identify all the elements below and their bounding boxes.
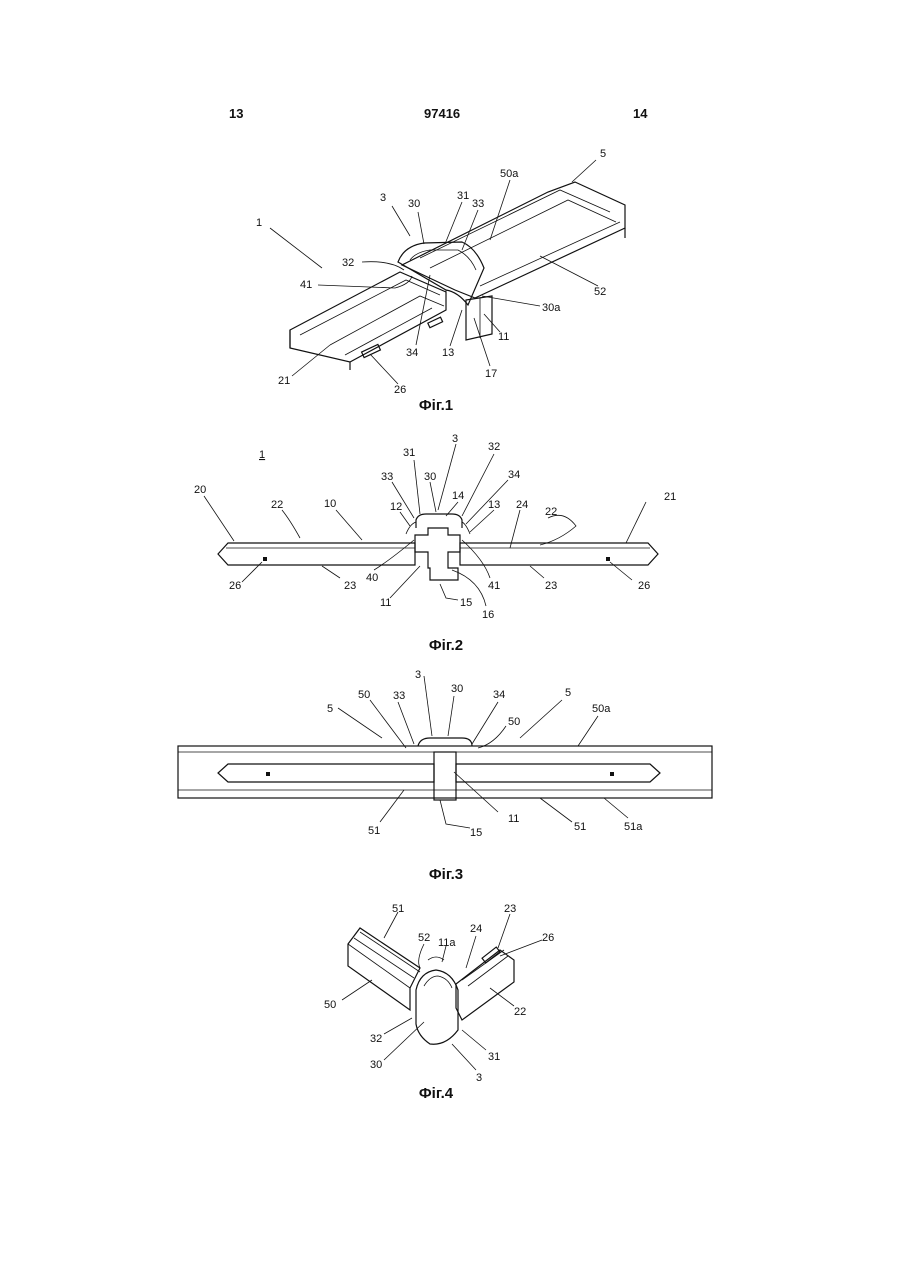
fig1-label: 52 [594,286,606,298]
fig4-label: 23 [504,903,516,915]
fig1-label: 17 [485,368,497,380]
fig3-label: 30 [451,683,463,695]
fig1-label: 3 [380,192,386,204]
figure-2-labels: 3 1 31 32 33 30 34 20 14 21 22 10 12 13 … [194,433,676,621]
figure-4-caption: Фіг.4 [376,1085,496,1102]
fig4-label: 3 [476,1072,482,1084]
fig3-label: 51a [624,821,643,833]
fig2-label: 22 [545,506,557,518]
fig2-label: 33 [381,471,393,483]
fig3-label: 11 [508,813,519,825]
fig4-label: 30 [370,1059,382,1071]
figure-3-drawing [178,676,712,828]
fig2-label: 21 [664,491,676,503]
fig2-label: 16 [482,609,494,621]
figure-2-caption: Фіг.2 [386,637,506,654]
fig2-label: 34 [508,469,520,481]
fig1-label: 34 [406,347,418,359]
fig1-label: 26 [394,384,406,396]
fig2-label: 26 [638,580,650,592]
fig2-label: 3 [452,433,458,445]
fig1-label: 5 [600,148,606,160]
fig1-label: 33 [472,198,484,210]
fig1-label: 21 [278,375,290,387]
fig4-label: 50 [324,999,336,1011]
fig4-label: 52 [418,932,430,944]
fig2-label: 11 [380,597,391,609]
fig2-label: 30 [424,471,436,483]
fig2-label: 15 [460,597,472,609]
fig2-label: 13 [488,499,500,511]
fig3-label: 51 [368,825,380,837]
fig3-label: 34 [493,689,505,701]
fig2-label: 41 [488,580,500,592]
fig2-label: 1 [259,449,265,461]
fig2-label: 20 [194,484,206,496]
figure-1-labels: 5 50a 3 30 31 33 1 32 41 52 30a 11 34 13… [256,148,606,396]
fig1-label: 41 [300,279,312,291]
fig1-label: 11 [498,331,509,343]
fig2-label: 23 [545,580,557,592]
fig1-label: 30 [408,198,420,210]
fig2-label: 31 [403,447,415,459]
fig4-label: 31 [488,1051,500,1063]
fig2-label: 24 [516,499,528,511]
figure-3-labels: 3 50 33 30 34 5 5 50 50a 11 15 51 51 51a [327,669,643,839]
figure-2-drawing [204,444,658,606]
fig4-label: 51 [392,903,404,915]
fig3-label: 15 [470,827,482,839]
fig2-label: 23 [344,580,356,592]
figure-3-caption: Фіг.3 [386,866,506,883]
fig2-label: 32 [488,441,500,453]
fig3-label: 5 [327,703,333,715]
fig1-label: 31 [457,190,469,202]
fig3-label: 3 [415,669,421,681]
fig3-label: 33 [393,690,405,702]
fig4-label: 22 [514,1006,526,1018]
figure-1-caption: Фіг.1 [376,397,496,414]
fig3-label: 5 [565,687,571,699]
fig4-label: 11a [438,937,456,949]
fig2-label: 22 [271,499,283,511]
fig4-label: 32 [370,1033,382,1045]
fig2-label: 12 [390,501,402,513]
figure-4-drawing [342,912,542,1070]
fig2-label: 26 [229,580,241,592]
fig3-label: 50 [358,689,370,701]
fig3-label: 50a [592,703,611,715]
fig3-label: 51 [574,821,586,833]
fig3-label: 50 [508,716,520,728]
fig2-label: 10 [324,498,336,510]
fig2-label: 40 [366,572,378,584]
fig1-label: 50a [500,168,519,180]
fig4-label: 24 [470,923,482,935]
fig1-label: 1 [256,217,262,229]
fig1-label: 13 [442,347,454,359]
fig1-label: 30a [542,302,561,314]
fig2-label: 14 [452,490,464,502]
fig4-label: 26 [542,932,554,944]
fig1-label: 32 [342,257,354,269]
